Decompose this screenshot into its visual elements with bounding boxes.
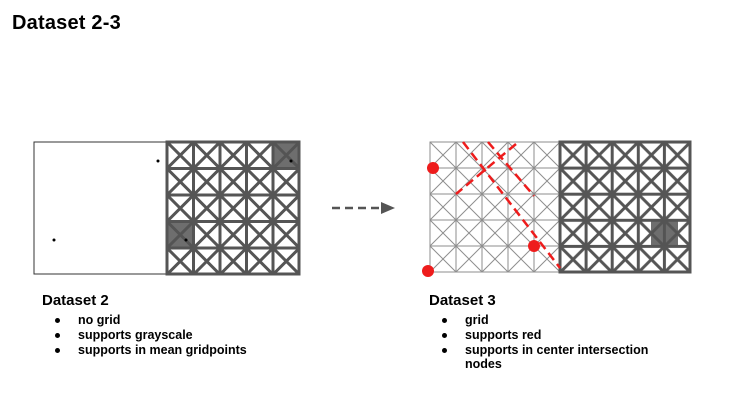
dataset3-red-paths [455, 141, 561, 269]
dataset2-bullet: supports in mean gridpoints [42, 343, 332, 357]
dataset3-bullet: grid [429, 313, 669, 327]
dataset2-bullet-list: no grid supports grayscale supports in m… [42, 313, 332, 357]
dataset2-support-point [184, 238, 188, 242]
dataset2-support-block [272, 142, 299, 168]
dataset2-bullet: supports grayscale [42, 328, 332, 342]
dashed-right-arrow-icon [332, 202, 395, 214]
dataset2-support-block [167, 222, 193, 248]
dataset2-title: Dataset 2 [42, 292, 109, 309]
dataset3-bullet-list: grid supports red supports in center int… [429, 313, 669, 371]
dataset2-empty-area [33, 141, 168, 275]
dataset3-light-grid [429, 141, 561, 273]
dataset3-title: Dataset 3 [429, 292, 496, 309]
dataset3-lattice [558, 140, 692, 274]
dataset2-support-point [289, 159, 293, 163]
dataset2-caption: Dataset 2 no grid supports grayscale sup… [42, 292, 332, 358]
slide-title: Dataset 2-3 [12, 12, 121, 34]
dataset2-bullet: no grid [42, 313, 332, 327]
dataset3-support-node [422, 265, 434, 277]
dataset3-dense-block [651, 220, 678, 246]
dataset3-bullet: supports red [429, 328, 669, 342]
dataset3-bullet: supports in center intersection nodes [429, 343, 669, 371]
dataset2-support-point [52, 238, 56, 242]
dataset3-support-node [528, 240, 540, 252]
dataset3-caption: Dataset 3 grid supports red supports in … [429, 292, 669, 372]
dataset2-support-point [156, 159, 160, 163]
dataset2-panel [33, 140, 301, 276]
dataset3-support-node [427, 162, 439, 174]
dataset3-panel [422, 140, 692, 277]
